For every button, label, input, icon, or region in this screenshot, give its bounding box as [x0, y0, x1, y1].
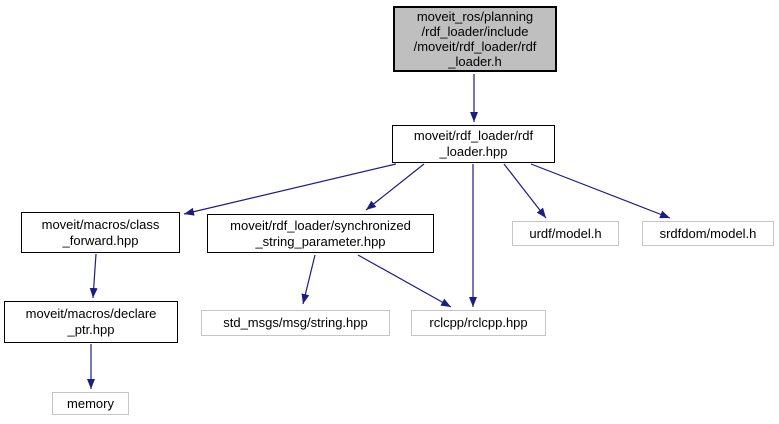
edge-synchronized_string_parameter_hpp-std_msgs_string_hpp: [301, 254, 316, 305]
node-declare_ptr_hpp[interactable]: moveit/macros/declare _ptr.hpp: [4, 301, 178, 343]
edge-synchronized_string_parameter_hpp-rclcpp_hpp: [357, 254, 452, 308]
node-std_msgs_string_hpp: std_msgs/msg/string.hpp: [201, 310, 390, 336]
node-urdf_model_h: urdf/model.h: [512, 221, 619, 246]
edge-rdf_loader_hpp-srdfdom_model_h: [530, 163, 671, 219]
edge-rdf_loader_hpp-urdf_model_h: [503, 163, 547, 219]
node-srdfdom_model_h: srdfdom/model.h: [642, 221, 774, 246]
edge-rdf_loader_hpp-class_forward_hpp: [183, 163, 397, 216]
edge-rdf_loader_hpp-synchronized_string_parameter_hpp: [365, 163, 425, 211]
node-rdf_loader_h: moveit_ros/planning /rdf_loader/include …: [393, 6, 557, 72]
node-rclcpp_hpp: rclcpp/rclcpp.hpp: [411, 310, 546, 336]
node-rdf_loader_hpp[interactable]: moveit/rdf_loader/rdf _loader.hpp: [392, 125, 555, 163]
node-class_forward_hpp[interactable]: moveit/macros/class _forward.hpp: [21, 212, 180, 253]
edge-class_forward_hpp-declare_ptr_hpp: [89, 253, 98, 299]
node-synchronized_string_parameter_hpp[interactable]: moveit/rdf_loader/synchronized _string_p…: [207, 214, 434, 253]
node-memory: memory: [52, 392, 129, 415]
